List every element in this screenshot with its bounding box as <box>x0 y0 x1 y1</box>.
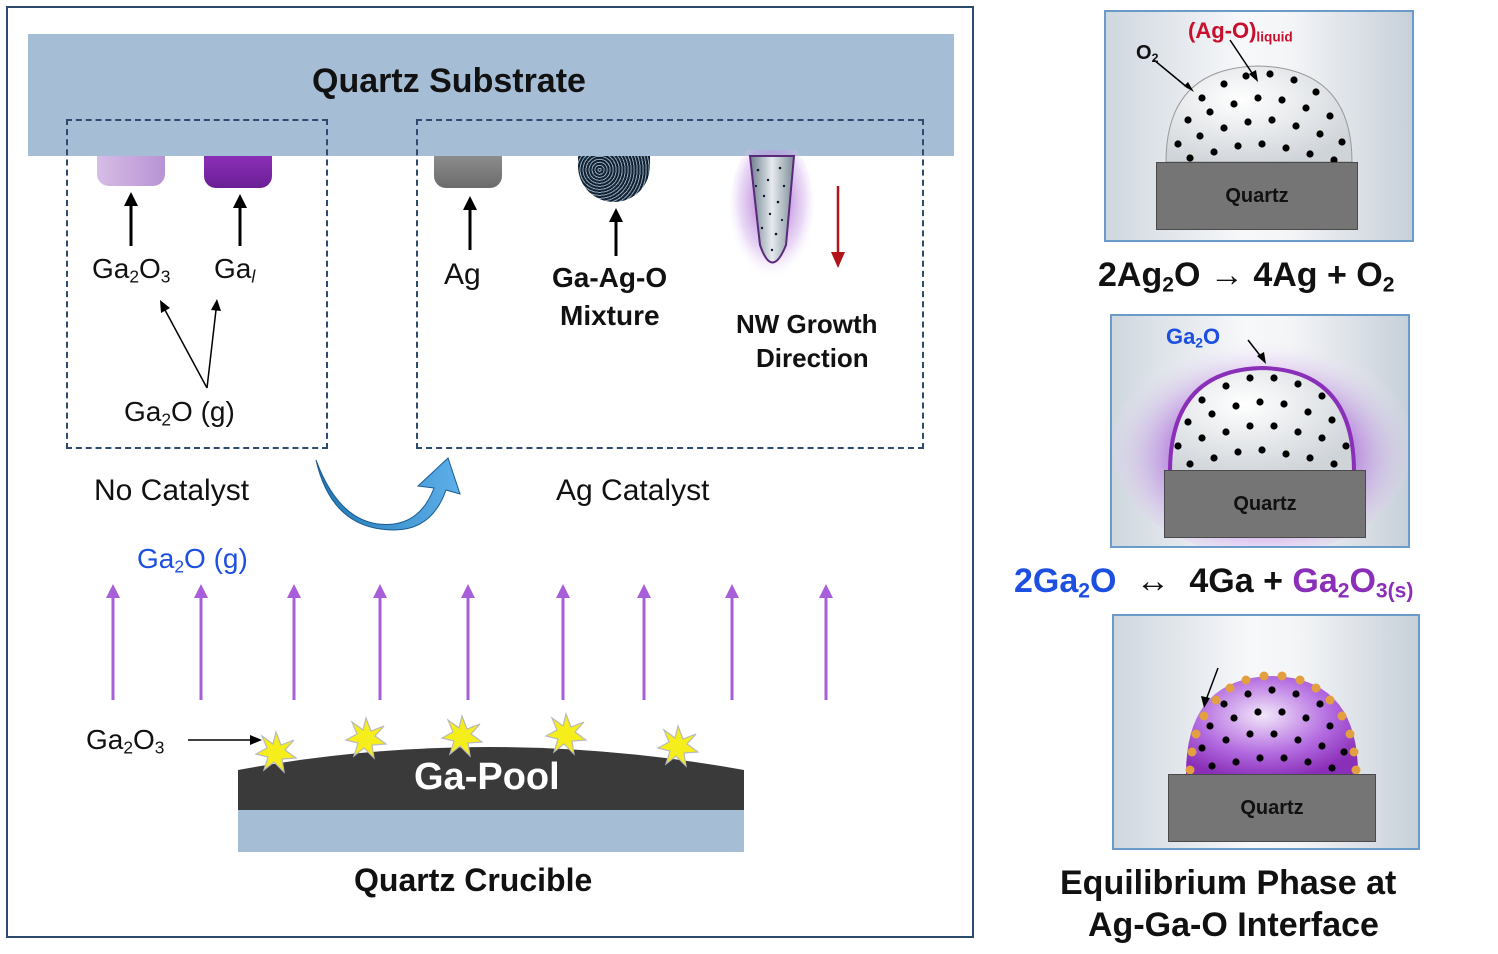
vapor-ga2o-label: Ga2O (g) <box>137 543 248 577</box>
ga-pool <box>238 747 744 810</box>
no-catalyst-title: No Catalyst <box>94 474 250 507</box>
thin-arrow-to-ga <box>206 309 217 389</box>
ga2o-label-panel2: Ga2O <box>1166 324 1221 351</box>
label-ga-liquid-product: Gal <box>214 253 256 287</box>
label-mixture-line2: Mixture <box>560 300 660 331</box>
crucible-label: Quartz Crucible <box>354 862 593 898</box>
ga2o3-deposit <box>97 156 165 186</box>
nanowire-speckle <box>754 166 786 252</box>
droplet-3-dots <box>1198 686 1348 772</box>
equation-2: 2Ga2O ↔ 4Ga + Ga2O3(s) <box>1014 562 1414 603</box>
ga-pool-label: Ga-Pool <box>414 756 560 798</box>
quartz-block-3: Quartz <box>1168 774 1376 842</box>
droplet-3-oxide-shell <box>1185 671 1361 775</box>
ag-catalyst-box <box>416 119 924 449</box>
ga2o3-pointer-arrow <box>188 735 262 745</box>
caption-line-1: Equilibrium Phase at <box>1060 864 1397 902</box>
caption-line-2: Ag-Ga-O Interface <box>1088 906 1379 944</box>
droplet-panel-1: Quartz O2 (Ag-O)liquid <box>1104 10 1414 242</box>
ga2o3-spark <box>545 713 587 755</box>
label-ag: Ag <box>444 258 481 291</box>
thin-arrow-to-ga2o3 <box>164 309 208 389</box>
ag-o-liquid-label: (Ag-O)liquid <box>1188 18 1293 45</box>
ga2o3-spark <box>657 725 699 767</box>
transition-curved-arrow <box>315 457 461 531</box>
o2-label: O2 <box>1136 42 1159 66</box>
ag-catalyst-title: Ag Catalyst <box>556 474 710 507</box>
growth-direction-arrow <box>831 186 845 268</box>
nanowire-body <box>748 155 796 264</box>
vapor-arrows <box>106 584 833 700</box>
droplet-panel-2: Quartz Ga2O <box>1110 314 1410 548</box>
droplet-3-svg <box>1185 667 1361 775</box>
quartz-substrate <box>28 34 954 156</box>
equation-1: 2Ag2O → 4Ag + O2 <box>1098 256 1395 297</box>
droplet-panel-3: Quartz <box>1112 614 1420 850</box>
quartz-crucible <box>238 808 744 852</box>
label-growth-line2: Direction <box>756 343 869 373</box>
substrate-label: Quartz Substrate <box>312 62 586 100</box>
label-ga2o-gas-source: Ga2O (g) <box>124 396 235 430</box>
no-catalyst-box <box>66 119 328 449</box>
droplet-2-dots <box>1174 374 1350 468</box>
droplet-1-dots <box>1174 70 1346 164</box>
ga2o3-spark <box>441 715 483 757</box>
quartz-block-1: Quartz <box>1156 162 1358 230</box>
ga2o3-spark <box>345 717 387 759</box>
label-mixture-line1: Ga-Ag-O <box>552 262 668 293</box>
nanowire-svg <box>730 150 814 280</box>
ga2o3-oxide-label: Ga2O3 <box>86 724 165 758</box>
ag-deposit <box>434 156 502 188</box>
label-ga2o3-product: Ga2O3 <box>92 253 171 287</box>
left-process-frame <box>6 6 974 938</box>
box-up-arrows <box>124 192 623 389</box>
ga2o3-sparkles <box>255 713 699 773</box>
quartz-block-2: Quartz <box>1164 470 1366 538</box>
label-growth-line1: NW Growth <box>736 309 878 339</box>
droplet-1-svg <box>1153 39 1353 164</box>
ga-liquid-deposit <box>204 156 272 188</box>
